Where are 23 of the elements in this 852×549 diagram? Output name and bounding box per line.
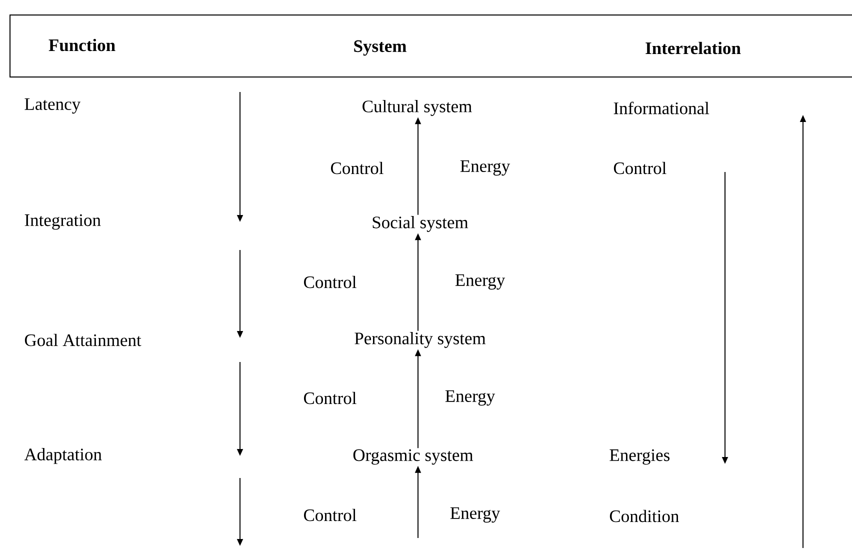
stage-label: Cultural system — [362, 100, 472, 116]
flow-label: Energy — [445, 390, 496, 406]
flow-label: Control — [304, 276, 356, 288]
stage-label: Adaptation — [24, 448, 102, 464]
stage-label: Latency — [24, 98, 81, 114]
stage-label: Orgasmic system — [353, 449, 474, 465]
flow-label: Energy — [455, 274, 506, 290]
stage-label: Social system — [372, 216, 468, 232]
flow-label: Control — [331, 162, 384, 174]
stage-label: Control — [614, 162, 666, 174]
stage-label: Personality system — [354, 332, 486, 348]
flow-label: Energy — [450, 507, 500, 523]
column-heading: System — [354, 40, 406, 56]
flow-label: Control — [304, 508, 356, 522]
stage-label: Integration — [24, 214, 101, 230]
flow-label: Control — [304, 392, 356, 404]
stage-label: Energies — [610, 449, 670, 465]
flow-label: Energy — [460, 160, 510, 176]
stage-label: Condition — [610, 510, 679, 522]
column-heading: Interrelation — [646, 42, 741, 54]
stage-label: Informational — [614, 102, 710, 114]
stage-label: Goal Attainment — [24, 334, 142, 346]
column-heading: Function — [48, 38, 116, 52]
